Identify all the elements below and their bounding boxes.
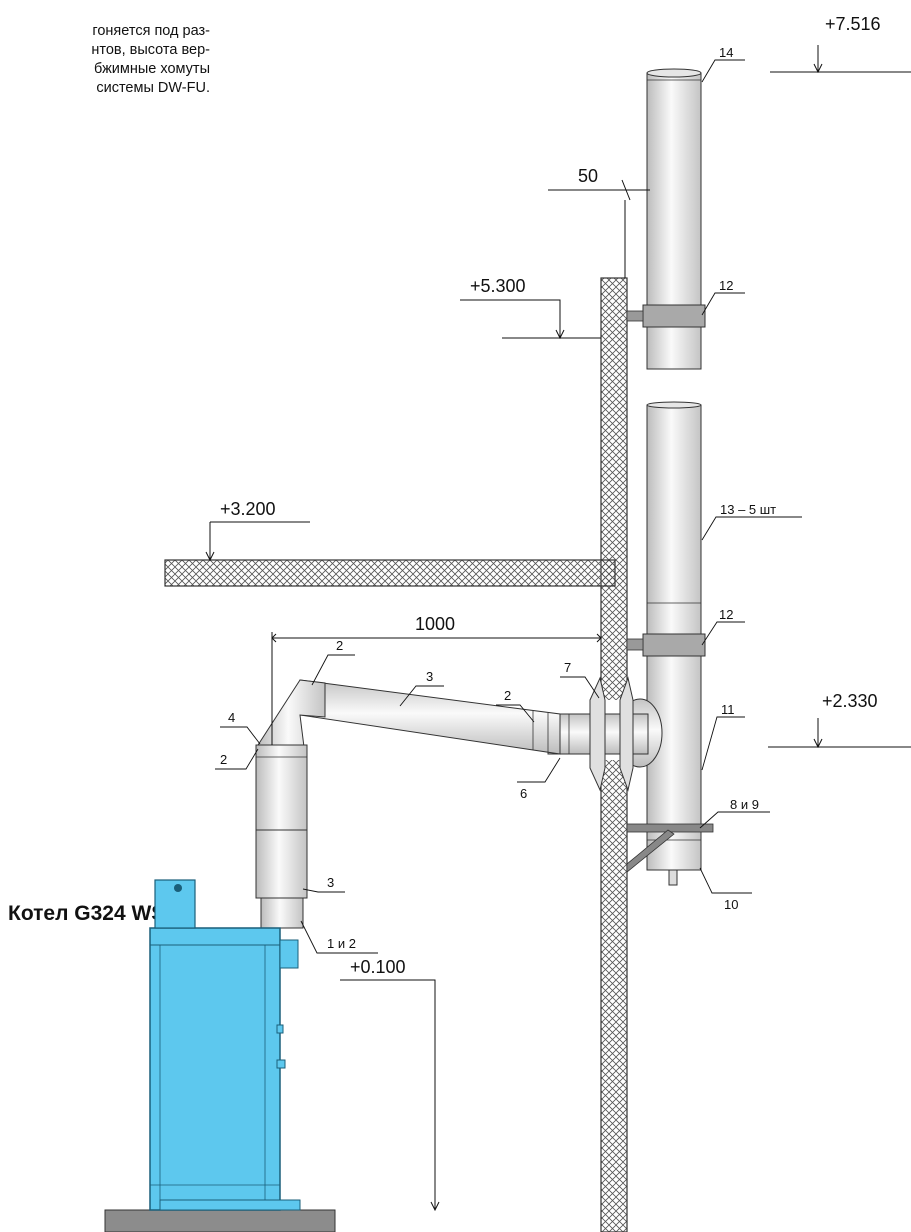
level-label: +0.100 (350, 957, 406, 977)
callout-label: 12 (719, 607, 733, 622)
callout-label: 13 – 5 шт (720, 502, 776, 517)
callout-label: 2 (336, 638, 343, 653)
ceiling-slab (164, 559, 616, 587)
callout-label: 3 (327, 875, 334, 890)
callout-label: 2 (504, 688, 511, 703)
level-marks (205, 45, 911, 1212)
level-label: +2.330 (822, 691, 878, 711)
callout-label: 12 (719, 278, 733, 293)
note-line: нтов, высота вер- (91, 42, 210, 58)
note-line: гоняется под раз- (92, 23, 210, 39)
callout-label: 7 (564, 660, 571, 675)
floor-base (104, 1209, 336, 1232)
chimney-upper (626, 68, 706, 370)
note-line: системы DW-FU. (96, 80, 210, 96)
callout-label: 11 (721, 702, 735, 717)
callout-label: 2 (220, 752, 227, 767)
callout-label: 4 (228, 710, 235, 725)
pass-through (547, 676, 663, 792)
wall-bracket (626, 823, 714, 873)
boiler (149, 879, 301, 1211)
level-label: +3.200 (220, 499, 276, 519)
callout-leaders (215, 59, 802, 954)
callout-label: 1 и 2 (327, 936, 356, 951)
inclined-pipe (299, 679, 561, 755)
callout-label: 8 и 9 (730, 797, 759, 812)
chimney-lower (626, 401, 706, 886)
dimension-label: 1000 (415, 614, 455, 634)
vertical-flue-pipe (255, 744, 308, 929)
note-text: гоняется под раз- нтов, высота вер- бжим… (0, 22, 210, 98)
boiler-title: Котел G324 WS (8, 902, 166, 925)
callout-label: 3 (426, 669, 433, 684)
callout-label: 6 (520, 786, 527, 801)
note-line: бжимные хомуты (93, 61, 210, 77)
level-label: +7.516 (825, 14, 881, 34)
dimension-lines (271, 179, 650, 745)
dimension-label: 50 (578, 166, 598, 186)
callout-label: 14 (719, 45, 733, 60)
callout-label: 10 (724, 897, 738, 912)
level-label: +5.300 (470, 276, 526, 296)
